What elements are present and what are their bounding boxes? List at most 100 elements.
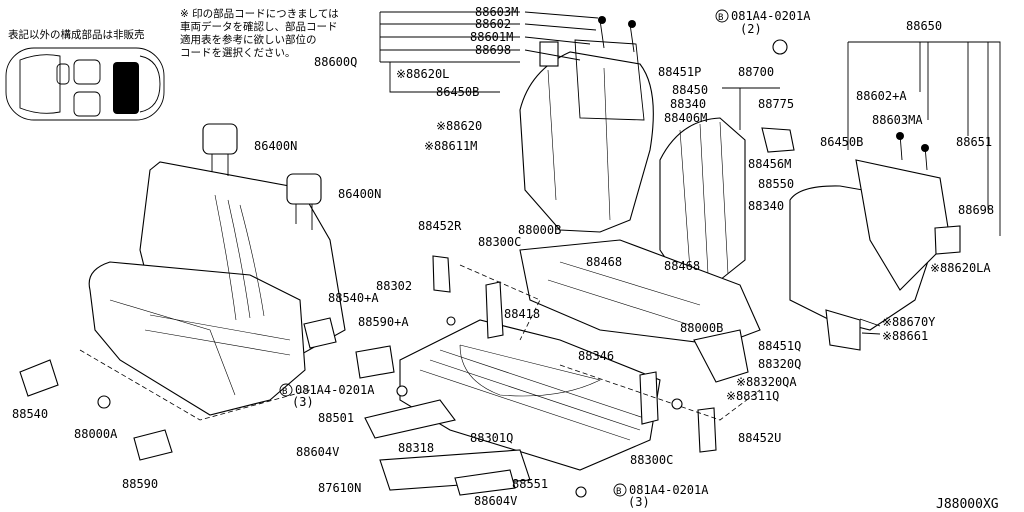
bolt-symbol-b-middle [279,383,293,397]
loose-parts [19,317,749,461]
right-trim-88661 [825,309,861,351]
label-88452r: 88452R [418,219,462,233]
right-seat [789,132,961,351]
label-88700: 88700 [738,65,774,79]
frame-rails [419,349,651,441]
center-seatback [659,39,795,281]
center-bracket-88775 [761,127,795,153]
slide-rail-88501 [364,399,456,439]
hinge-88418 [485,281,504,339]
label-88302: 88302 [376,279,412,293]
frame-spring [459,344,601,397]
note-line-3: 適用表を参考に欲しい部位の [180,33,317,46]
label-88451p: 88451P [658,65,701,79]
label-88301q: 88301Q [470,431,513,445]
label-88406m: 88406M [664,111,707,125]
label-081a4-top-qty: (2) [740,22,762,36]
cover-88590 [133,429,173,461]
bench-cushion-seam-2 [144,329,291,356]
clip-88000a [97,395,111,409]
label-88346: 88346 [578,349,614,363]
center-seatback-panel [659,117,746,281]
seatback-center-seam-2 [603,67,611,221]
right-frame-bolts [899,133,928,171]
rear-seatback-center [519,16,654,233]
rear-bench-seat [79,123,346,421]
bolt-081a4-middle [396,385,408,397]
label-88300c-bottom: 88300C [630,453,673,467]
bracket-88650 [847,41,1001,236]
diagram-code: J88000XG [936,497,999,512]
label-88000a: 88000A [74,427,118,441]
label-88451q: 88451Q [758,339,801,353]
label-88456m: 88456M [748,157,791,171]
leaders-right-trim [859,318,881,335]
label-88604v-top: 88604V [296,445,339,459]
label-88318: 88318 [398,441,434,455]
label-88468-left: 88468 [586,255,622,269]
front-seat-right-top [73,59,101,85]
part-labels: 88603M 88602 88601M 88698 88600Q ※88620L… [12,5,999,512]
right-bolt-head-2 [921,144,929,152]
slide-rail-88551 [454,469,516,496]
cover-88540a [303,317,337,349]
bolt-symbol-b-bottom [613,483,627,497]
label-88320q: 88320Q [758,357,801,371]
note-block: ※ 印の部品コードにつきましては 車両データを確認し、部品コード 適用表を参考に… [180,7,339,59]
label-081a4-bottom: 081A4-0201A [629,483,709,497]
highlighted-seat-area [113,62,139,114]
label-88340-right: 88340 [748,199,784,213]
label-88540a: 88540+A [328,291,379,305]
label-88320qa: ※88320QA [736,375,797,389]
label-88000b-right: 88000B [680,321,723,335]
right-seatback-frame [855,159,951,291]
label-081a4-middle: 081A4-0201A [295,383,375,397]
label-88311q: ※88311Q [726,389,779,403]
seatback-center-panel [519,51,654,233]
bench-cushion [88,261,306,416]
vehicle-front-outline [19,54,61,114]
bolt-head-2 [628,20,636,28]
vehicle-rear-outline [139,55,161,113]
center-seatback-seams [679,121,729,275]
label-081a4-top: 081A4-0201A [731,9,811,23]
label-88611m: ※88611M [424,139,477,153]
seatback-frame [574,39,645,121]
label-88452u: 88452U [738,431,781,445]
label-88602a: 88602+A [856,89,907,103]
right-bolt-head-1 [896,132,904,140]
bracket-left-top [379,11,520,63]
bench-dash-outline [79,349,311,421]
label-88604v-bottom: 88604V [474,494,517,508]
label-88620l: ※88620L [396,67,449,81]
label-88602: 88602 [475,17,511,31]
center-cushion-seams [547,261,701,326]
bracket-88452r [432,255,451,293]
label-88600q: 88600Q [314,55,357,69]
headrest-left [202,123,238,155]
label-86400n-left: 86400N [254,139,297,153]
seatback-bolts [599,19,635,53]
label-86400n-right: 86400N [338,187,381,201]
label-88775: 88775 [758,97,794,111]
bench-seam-3 [239,204,265,317]
label-88450: 88450 [672,83,708,97]
bolt-symbol-b-top [715,9,729,23]
bolt-081a4-bottom [575,486,587,498]
label-081a4-middle-qty: (3) [292,395,314,409]
vehicle-body-outline [5,47,165,121]
seat-frame-assembly [364,255,761,498]
vehicle-inset: 表記以外の構成部品は非販売 [5,28,165,121]
label-88000b-top: 88000B [518,223,561,237]
bracket-88600q [380,61,500,93]
label-081a4-bottom-qty: (3) [628,495,650,509]
bench-seam-2 [227,199,251,319]
label-88620: ※88620 [436,119,482,133]
label-88661: ※88661 [882,329,928,343]
label-87610n: 87610N [318,481,361,495]
seatback-center-seam-1 [547,69,557,201]
bolt-b-mark-top: B [718,13,723,23]
hinge-88300c [639,371,659,425]
label-88698-top: 88698 [475,43,511,57]
